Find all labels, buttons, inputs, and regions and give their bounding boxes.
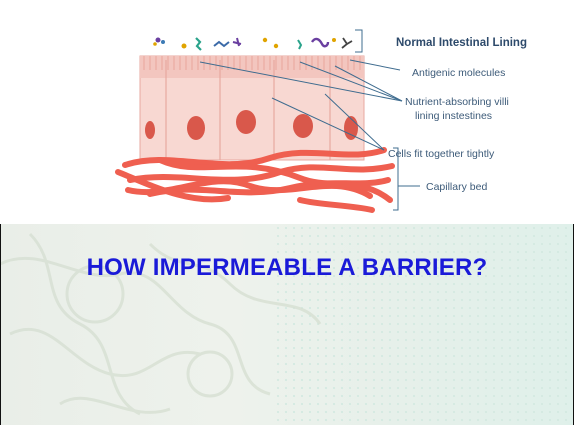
- label-villi-line2: lining instestines: [415, 110, 492, 122]
- label-antigenic-molecules: Antigenic molecules: [412, 67, 505, 79]
- label-tight-cells: Cells fit together tightly: [388, 148, 495, 160]
- diagram-title: Normal Intestinal Lining: [396, 37, 527, 49]
- intestinal-lining-diagram: Normal Intestinal Lining Antigenic molec…: [0, 0, 574, 224]
- label-villi-line1: Nutrient-absorbing villi: [405, 96, 509, 108]
- label-capillary-bed: Capillary bed: [426, 181, 487, 193]
- antigenic-molecules: [153, 38, 352, 51]
- slide-heading: HOW IMPERMEABLE A BARRIER?: [0, 254, 574, 282]
